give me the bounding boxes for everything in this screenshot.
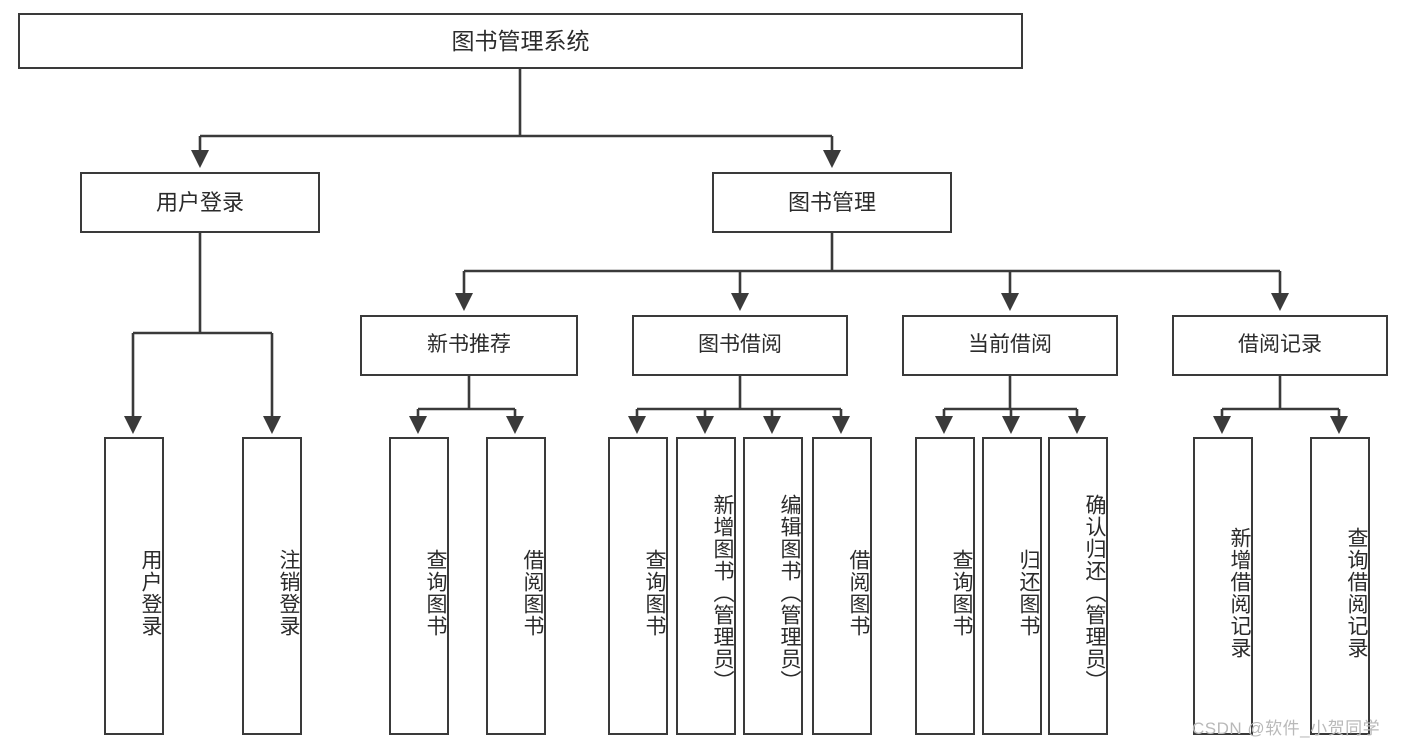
node-new-book-recommend[interactable]: 新书推荐 [360,315,578,376]
leaf-borrow-book-1[interactable]: 借阅图书 [486,437,546,735]
node-borrow-record[interactable]: 借阅记录 [1172,315,1388,376]
leaf-borrow-book-2-label: 借阅图书 [847,549,870,637]
leaf-query-book-2[interactable]: 查询图书 [608,437,668,735]
leaf-query-book-3-label: 查询图书 [950,549,973,637]
leaf-query-book-3[interactable]: 查询图书 [915,437,975,735]
leaf-edit-book-label: 编辑图书（管理员） [778,494,801,692]
node-current-borrow-label: 当前借阅 [968,333,1052,357]
leaf-logout[interactable]: 注销登录 [242,437,302,735]
node-book-manage[interactable]: 图书管理 [712,172,952,233]
leaf-query-book-1[interactable]: 查询图书 [389,437,449,735]
leaf-query-borrow-record-label: 查询借阅记录 [1345,527,1368,659]
leaf-return-book-label: 归还图书 [1017,549,1040,637]
node-book-borrow[interactable]: 图书借阅 [632,315,848,376]
leaf-user-login-label: 用户登录 [139,549,162,637]
leaf-add-book-label: 新增图书（管理员） [711,494,734,692]
leaf-user-login[interactable]: 用户登录 [104,437,164,735]
node-user-login[interactable]: 用户登录 [80,172,320,233]
node-book-manage-label: 图书管理 [787,189,876,215]
leaf-confirm-return[interactable]: 确认归还（管理员） [1048,437,1108,735]
leaf-add-book[interactable]: 新增图书（管理员） [676,437,736,735]
node-current-borrow[interactable]: 当前借阅 [902,315,1118,376]
node-borrow-record-label: 借阅记录 [1238,333,1322,357]
node-new-book-recommend-label: 新书推荐 [427,333,511,357]
leaf-query-book-1-label: 查询图书 [424,549,447,637]
node-user-login-label: 用户登录 [155,189,244,215]
leaf-logout-label: 注销登录 [277,549,300,637]
leaf-borrow-book-1-label: 借阅图书 [521,549,544,637]
node-root-label: 图书管理系统 [451,27,590,54]
node-book-borrow-label: 图书借阅 [698,333,782,357]
leaf-query-book-2-label: 查询图书 [643,549,666,637]
leaf-add-borrow-record-label: 新增借阅记录 [1228,527,1251,659]
leaf-return-book[interactable]: 归还图书 [982,437,1042,735]
leaf-add-borrow-record[interactable]: 新增借阅记录 [1193,437,1253,735]
leaf-edit-book[interactable]: 编辑图书（管理员） [743,437,803,735]
node-root[interactable]: 图书管理系统 [18,13,1023,69]
leaf-confirm-return-label: 确认归还（管理员） [1083,494,1106,692]
leaf-borrow-book-2[interactable]: 借阅图书 [812,437,872,735]
leaf-query-borrow-record[interactable]: 查询借阅记录 [1310,437,1370,735]
csdn-watermark: CSDN @软件_小贺同学 [1192,719,1381,738]
